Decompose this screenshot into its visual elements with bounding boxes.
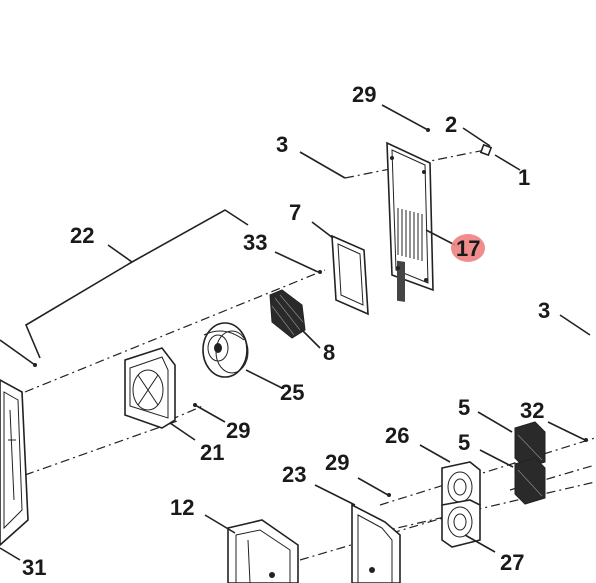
part-7-frame[interactable] <box>331 234 369 316</box>
callout-labels: 29 2 3 1 7 22 33 17 8 3 25 29 21 5 32 26… <box>22 82 550 580</box>
callout-31[interactable]: 31 <box>22 555 46 580</box>
callout-27[interactable]: 27 <box>500 550 524 575</box>
callout-1[interactable]: 1 <box>518 165 530 190</box>
part-8-grille[interactable] <box>269 289 306 339</box>
callout-32[interactable]: 32 <box>520 398 544 423</box>
part-25-fan[interactable] <box>202 322 249 378</box>
callout-3-right[interactable]: 3 <box>538 298 550 323</box>
callout-23[interactable]: 23 <box>282 462 306 487</box>
leader-lines <box>0 104 591 561</box>
callout-29-mid[interactable]: 29 <box>226 418 250 443</box>
callout-8[interactable]: 8 <box>323 340 335 365</box>
highlight-marker <box>451 234 485 262</box>
part-17-panel[interactable] <box>386 141 434 302</box>
callout-12[interactable]: 12 <box>170 495 194 520</box>
part-12-bracket[interactable] <box>227 519 299 583</box>
callout-5-top[interactable]: 5 <box>458 395 470 420</box>
part-21-fan-housing[interactable] <box>124 347 176 429</box>
callout-2[interactable]: 2 <box>445 112 457 137</box>
callout-33[interactable]: 33 <box>243 230 267 255</box>
callout-5-bottom[interactable]: 5 <box>458 430 470 455</box>
part-26-fan-stack[interactable] <box>441 461 481 548</box>
callout-17[interactable]: 17 <box>456 236 480 261</box>
callout-22[interactable]: 22 <box>70 223 94 248</box>
callout-21[interactable]: 21 <box>200 440 224 465</box>
part-1-clip[interactable] <box>479 143 493 157</box>
callout-26[interactable]: 26 <box>385 423 409 448</box>
callout-29-top[interactable]: 29 <box>352 82 376 107</box>
part-32-grilles[interactable] <box>514 421 546 505</box>
part-23-duct[interactable] <box>351 503 401 583</box>
callout-7[interactable]: 7 <box>289 200 301 225</box>
callout-3-top[interactable]: 3 <box>276 132 288 157</box>
assembly-axis-lines <box>24 149 596 561</box>
callout-25[interactable]: 25 <box>280 380 304 405</box>
left-cabinet[interactable] <box>0 379 29 547</box>
callout-29-low[interactable]: 29 <box>325 450 349 475</box>
